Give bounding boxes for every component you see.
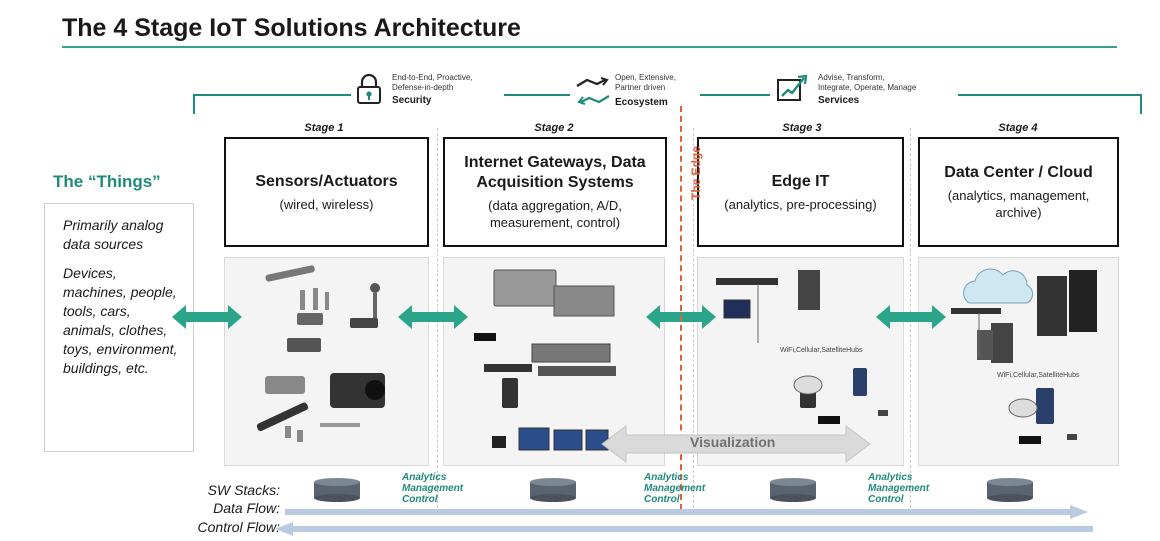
sw-note-analytics: Analytics <box>644 472 689 483</box>
sensor-devices-illustration <box>256 265 385 442</box>
database-icon <box>530 478 576 502</box>
bracket-right-vertical <box>1140 94 1142 114</box>
bidirectional-arrow-icon <box>876 305 946 329</box>
stage-4-box: Data Center / Cloud (analytics, manageme… <box>918 137 1119 247</box>
things-para-devices: Devices, machines, people, tools, cars, … <box>63 265 178 376</box>
bidirectional-arrow-icon <box>398 305 468 329</box>
sw-note-management: Management <box>868 483 930 494</box>
handshake-icon <box>576 77 610 105</box>
gateway-devices-illustration <box>474 269 616 451</box>
visualization-label: Visualization <box>690 434 776 450</box>
growth-chart-icon <box>777 74 808 101</box>
stage-3-label: Stage 3 <box>782 122 822 134</box>
stage-4-cloud-panel: WiFi,Cellular,SatelliteHubs <box>918 257 1119 466</box>
sw-note-2: Analytics Management Control <box>644 472 705 505</box>
sw-note-control: Control <box>402 494 438 505</box>
stage-3-name: Edge IT <box>771 172 830 190</box>
stage-2-name: Internet Gateways, Data Acquisition Syst… <box>464 154 646 191</box>
bracket-segment-3 <box>700 94 770 96</box>
stage-2-box: Internet Gateways, Data Acquisition Syst… <box>443 137 667 247</box>
services-desc-line1: Advise, Transform, <box>818 73 885 82</box>
edge-divider-line <box>680 106 682 510</box>
ecosystem-desc-line2: Partner driven <box>615 83 666 92</box>
visualization-arrow-icon <box>601 425 871 463</box>
sw-note-management: Management <box>644 483 706 494</box>
stage-1-desc: (wired, wireless) <box>279 196 374 212</box>
stage-2-label: Stage 2 <box>534 122 574 134</box>
sw-stacks-label: SW Stacks: <box>207 482 280 498</box>
bracket-segment-2 <box>504 94 570 96</box>
services-title: Services <box>818 95 860 106</box>
stage-4-name: Data Center / Cloud <box>944 164 1093 181</box>
hubs-label-stage3: WiFi,Cellular,SatelliteHubs <box>780 347 863 354</box>
stage-1-box: Sensors/Actuators (wired, wireless) <box>224 137 429 247</box>
bracket-segment-1 <box>193 94 351 96</box>
bidirectional-arrow-icon <box>172 305 242 329</box>
edge-label: The Edge <box>689 145 704 201</box>
stage-3-edge-panel: WiFi,Cellular,SatelliteHubs <box>697 257 904 466</box>
sw-note-1: Analytics Management Control <box>402 472 463 505</box>
sw-note-management: Management <box>402 483 464 494</box>
sw-note-control: Control <box>644 494 680 505</box>
bracket-segment-4 <box>958 94 1142 96</box>
database-icon <box>314 478 360 502</box>
datacenter-illustration <box>951 268 1097 444</box>
edge-it-illustration <box>716 270 888 424</box>
sw-note-analytics: Analytics <box>402 472 447 483</box>
control-flow-arrow-icon <box>275 522 1093 536</box>
things-box: Primarily analog data sources Devices, m… <box>44 203 194 452</box>
ecosystem-title: Ecosystem <box>615 97 668 108</box>
stage-2-desc: (data aggregation, A/D, measurement, con… <box>488 198 622 230</box>
stage-1-devices-panel <box>224 257 429 466</box>
stage-3-box: Edge IT (analytics, pre-processing) <box>697 137 904 247</box>
lock-icon <box>357 73 381 104</box>
things-heading: The “Things” <box>53 172 161 191</box>
stage-1-label: Stage 1 <box>304 122 344 134</box>
database-icon <box>987 478 1033 502</box>
stage-4-desc: (analytics, management, archive) <box>947 188 1090 220</box>
security-desc-line1: End-to-End, Proactive, <box>392 73 473 82</box>
control-flow-label: Control Flow: <box>197 519 280 535</box>
ecosystem-desc-line1: Open, Extensive, <box>615 73 676 82</box>
sw-note-3: Analytics Management Control <box>868 472 929 505</box>
stage-3-desc: (analytics, pre-processing) <box>724 196 877 212</box>
database-icon <box>770 478 816 502</box>
sw-note-analytics: Analytics <box>868 472 913 483</box>
bracket-left-vertical <box>193 94 195 114</box>
security-desc-line2: Defense-in-depth <box>392 83 454 92</box>
security-title: Security <box>392 95 432 106</box>
stage-2-gateways-panel <box>443 257 665 466</box>
things-para-analog: Primarily analog data sources <box>63 217 164 252</box>
services-desc-line2: Integrate, Operate, Manage <box>818 83 917 92</box>
stage-4-label: Stage 4 <box>998 122 1038 134</box>
title-rule <box>62 46 1117 48</box>
data-flow-arrow-icon <box>285 505 1088 519</box>
stage-1-name: Sensors/Actuators <box>255 172 398 190</box>
data-flow-label: Data Flow: <box>213 500 280 516</box>
sw-note-control: Control <box>868 494 904 505</box>
page-title: The 4 Stage IoT Solutions Architecture <box>62 14 521 42</box>
hubs-label-stage4: WiFi,Cellular,SatelliteHubs <box>997 372 1080 379</box>
